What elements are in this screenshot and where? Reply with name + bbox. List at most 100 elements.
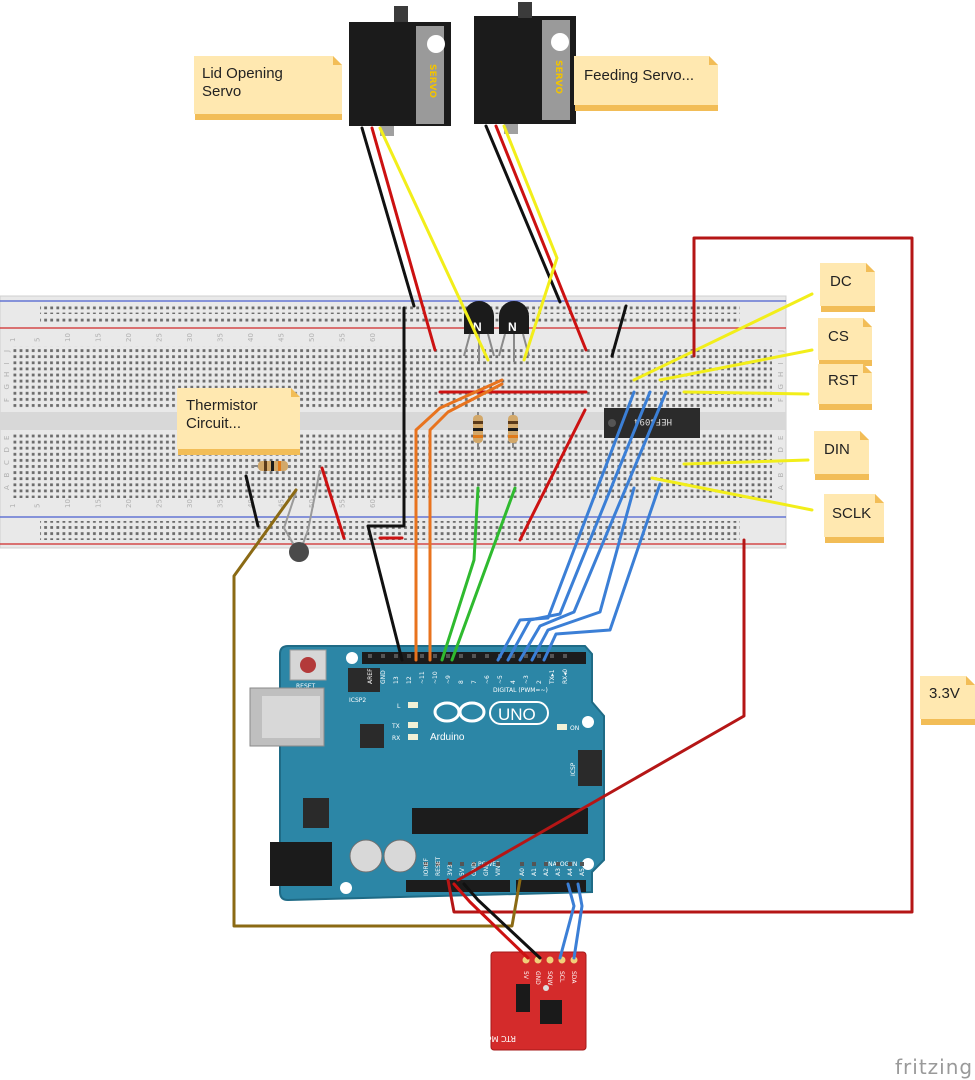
- pin-label: ~9: [445, 675, 452, 684]
- header-pin: [420, 654, 424, 658]
- thermistor-resistor: [252, 461, 290, 471]
- svg-text:SCLK: SCLK: [832, 505, 871, 522]
- wire-yellow-din: [682, 458, 810, 466]
- column-number: 35: [216, 499, 224, 508]
- rtc-label: RTC Module: [469, 1034, 516, 1043]
- wire-orange-pin12: [414, 378, 504, 662]
- usb-chip: [360, 724, 384, 748]
- row-letter: C: [3, 460, 11, 465]
- icsp-header: [578, 750, 602, 786]
- mount-hole: [346, 652, 358, 664]
- row-letter: H: [3, 372, 11, 377]
- wire-rtc-gnd: [462, 882, 542, 960]
- wire-green-pin11: [440, 486, 480, 662]
- base-resistor: [473, 412, 483, 448]
- column-number: 5: [33, 338, 41, 342]
- rtc-pin-label: GND: [534, 971, 541, 985]
- power-header: [406, 880, 510, 892]
- pin-label: GND: [380, 670, 387, 684]
- rtc-pin: [546, 956, 554, 964]
- svg-text:Feeding Servo...: Feeding Servo...: [584, 67, 694, 84]
- header-pin: [563, 654, 567, 658]
- bottom-rail-row-2: [40, 532, 740, 540]
- wire-servo2-black: [484, 124, 562, 304]
- column-number: 45: [277, 333, 285, 342]
- column-number: 5: [33, 504, 41, 508]
- pin-label: 7: [471, 680, 478, 684]
- row-letter: F: [777, 398, 785, 402]
- wire-rtc-sda: [572, 882, 584, 960]
- column-number: 55: [338, 499, 346, 508]
- header-pin: [580, 862, 584, 866]
- svg-text:DIN: DIN: [824, 441, 850, 458]
- column-number: 50: [308, 499, 316, 508]
- column-numbers: 1155101015152020252530303535404045455050…: [9, 333, 377, 508]
- column-number: 30: [186, 333, 194, 342]
- terminal-block-top: [12, 346, 772, 410]
- header-pin: [381, 654, 385, 658]
- pin-label: ~3: [523, 675, 530, 684]
- top-rail-row-2: [40, 316, 740, 324]
- rtc-pin: [570, 956, 578, 964]
- mount-hole: [582, 858, 594, 870]
- column-number: 25: [155, 499, 163, 508]
- wire-yellow-dc: [632, 292, 814, 382]
- row-letter: G: [3, 384, 11, 389]
- header-pin: [394, 654, 398, 658]
- note-din: DIN: [814, 431, 869, 480]
- row-letter: E: [3, 436, 11, 440]
- icsp2-header: [348, 668, 380, 692]
- row-letter: D: [777, 447, 785, 452]
- header-pin: [532, 862, 536, 866]
- pin-label: 12: [406, 676, 413, 684]
- header-pin: [472, 654, 476, 658]
- arduino-logo: Arduino UNO: [430, 701, 549, 743]
- pin-label: ~5: [497, 675, 504, 684]
- wire-servo2-red: [494, 124, 588, 352]
- column-number: 20: [125, 499, 133, 508]
- wire-gnd-black: [366, 306, 406, 662]
- mount-hole: [582, 716, 594, 728]
- svg-text:ON: ON: [570, 725, 579, 732]
- note-lid-opening-servo: Lid Opening Servo: [194, 56, 342, 120]
- column-number: 55: [338, 333, 346, 342]
- led-rx: [408, 734, 418, 740]
- svg-text:ICSP: ICSP: [570, 762, 577, 776]
- thermistor: [282, 469, 321, 562]
- header-pin: [550, 654, 554, 658]
- svg-text:L: L: [397, 703, 401, 710]
- wire-blue-d6: [506, 390, 652, 662]
- pin-label: ~11: [419, 671, 426, 684]
- feeding-servo: SERVO: [474, 2, 576, 134]
- pin-label: ~6: [484, 675, 491, 684]
- row-letter: E: [777, 436, 785, 440]
- pin-label: IOREF: [423, 858, 430, 876]
- row-letter: B: [777, 473, 785, 478]
- wire-blue-d4: [530, 486, 636, 662]
- svg-text:UNO: UNO: [498, 705, 536, 724]
- note-feeding-servo: Feeding Servo...: [574, 56, 718, 111]
- row-letter: C: [777, 460, 785, 465]
- header-pin: [424, 862, 428, 866]
- header-pin: [436, 862, 440, 866]
- svg-text:3.3V: 3.3V: [929, 685, 960, 702]
- wire-green-pin10: [450, 486, 517, 662]
- rtc-chip: [540, 1000, 562, 1024]
- pin-label: RESET: [435, 856, 442, 876]
- column-number: 20: [125, 333, 133, 342]
- row-letter: D: [3, 447, 11, 452]
- note-cs: CS: [818, 318, 872, 366]
- capacitor: [349, 839, 383, 873]
- header-pin: [460, 862, 464, 866]
- reset-label: RESET: [296, 683, 316, 690]
- wire-rtc-scl: [558, 882, 576, 960]
- pin-label: A5: [579, 868, 586, 876]
- arduino-uno: RESET ICSP2 L TX RX ON Arduino U: [249, 645, 605, 902]
- pin-label: A0: [519, 868, 526, 876]
- header-pin: [524, 654, 528, 658]
- column-number: 15: [94, 499, 102, 508]
- wire-blue-d3: [542, 482, 662, 662]
